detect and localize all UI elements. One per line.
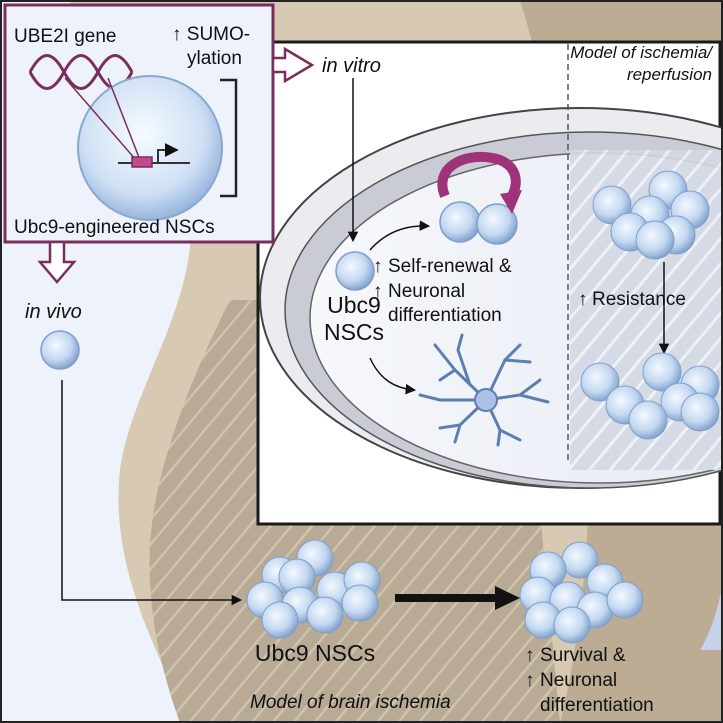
neuron-soma bbox=[474, 388, 498, 412]
transgene-insert bbox=[131, 156, 153, 168]
progression-arrow bbox=[395, 586, 520, 610]
gene-label: UBE2I gene bbox=[14, 26, 116, 47]
nsc-cell-in-vitro bbox=[335, 251, 375, 291]
dividing-cell-1 bbox=[439, 201, 481, 243]
self-renewal-line1: Self-renewal & bbox=[388, 256, 512, 277]
survival-line2: Neuronal bbox=[540, 670, 617, 691]
up-arrow-survival: ↑ bbox=[525, 645, 535, 666]
self-renewal-arrowhead bbox=[500, 190, 522, 214]
sumoylation-line1: ↑ SUMO- bbox=[172, 24, 250, 45]
nsc-cell-large bbox=[77, 75, 223, 221]
bracket bbox=[220, 78, 238, 198]
up-arrow-self-renewal: ↑ bbox=[373, 256, 383, 277]
to-in-vivo-arrow bbox=[37, 240, 77, 284]
gene-pointer-line bbox=[64, 77, 137, 161]
model-ir-line1: Model of ischemia/ bbox=[570, 43, 714, 62]
self-renewal-cycle-arrow bbox=[437, 151, 521, 199]
ubc9-label-line1: Ubc9 bbox=[327, 292, 381, 318]
cluster-bottom-right bbox=[580, 352, 720, 440]
up-arrow-neuronal-dish: ↑ bbox=[373, 281, 383, 302]
up-arrow-neuronal: ↑ bbox=[525, 670, 535, 691]
ubc9-nscs-label: Ubc9 NSCs bbox=[255, 640, 375, 666]
to-self-renewal-arrow bbox=[369, 220, 431, 251]
cluster-survival bbox=[519, 541, 644, 644]
dividing-cell-2 bbox=[476, 203, 518, 245]
self-renewal-line2: Neuronal bbox=[388, 281, 465, 302]
model-ir-line2: reperfusion bbox=[627, 65, 712, 84]
in-vitro-label: in vitro bbox=[322, 55, 381, 77]
cluster-ubc9-nscs bbox=[246, 539, 381, 639]
survival-line1: Survival & bbox=[540, 645, 626, 666]
to-neuron-arrow bbox=[369, 357, 417, 395]
self-renewal-line3: differentiation bbox=[388, 305, 502, 326]
to-in-vitro-arrow bbox=[271, 46, 315, 84]
survival-line3: differentiation bbox=[540, 695, 654, 716]
in-vivo-label: in vivo bbox=[25, 301, 82, 323]
model-brain-ischemia-label: Model of brain ischemia bbox=[250, 692, 451, 713]
resistance-label: Resistance bbox=[592, 289, 686, 310]
in-vivo-path-arrow bbox=[61, 380, 243, 606]
ubc9-label-line2: NSCs bbox=[324, 319, 384, 345]
sumoylation-line2: ylation bbox=[187, 48, 242, 69]
nsc-cell-in-vivo bbox=[40, 330, 80, 370]
promoter-arrow bbox=[157, 143, 179, 163]
gene-pointer-line-2 bbox=[107, 77, 141, 161]
up-arrow-resistance: ↑ bbox=[578, 289, 588, 310]
engineered-cells-label: Ubc9-engineered NSCs bbox=[14, 217, 215, 238]
cluster-top-right bbox=[592, 170, 710, 260]
